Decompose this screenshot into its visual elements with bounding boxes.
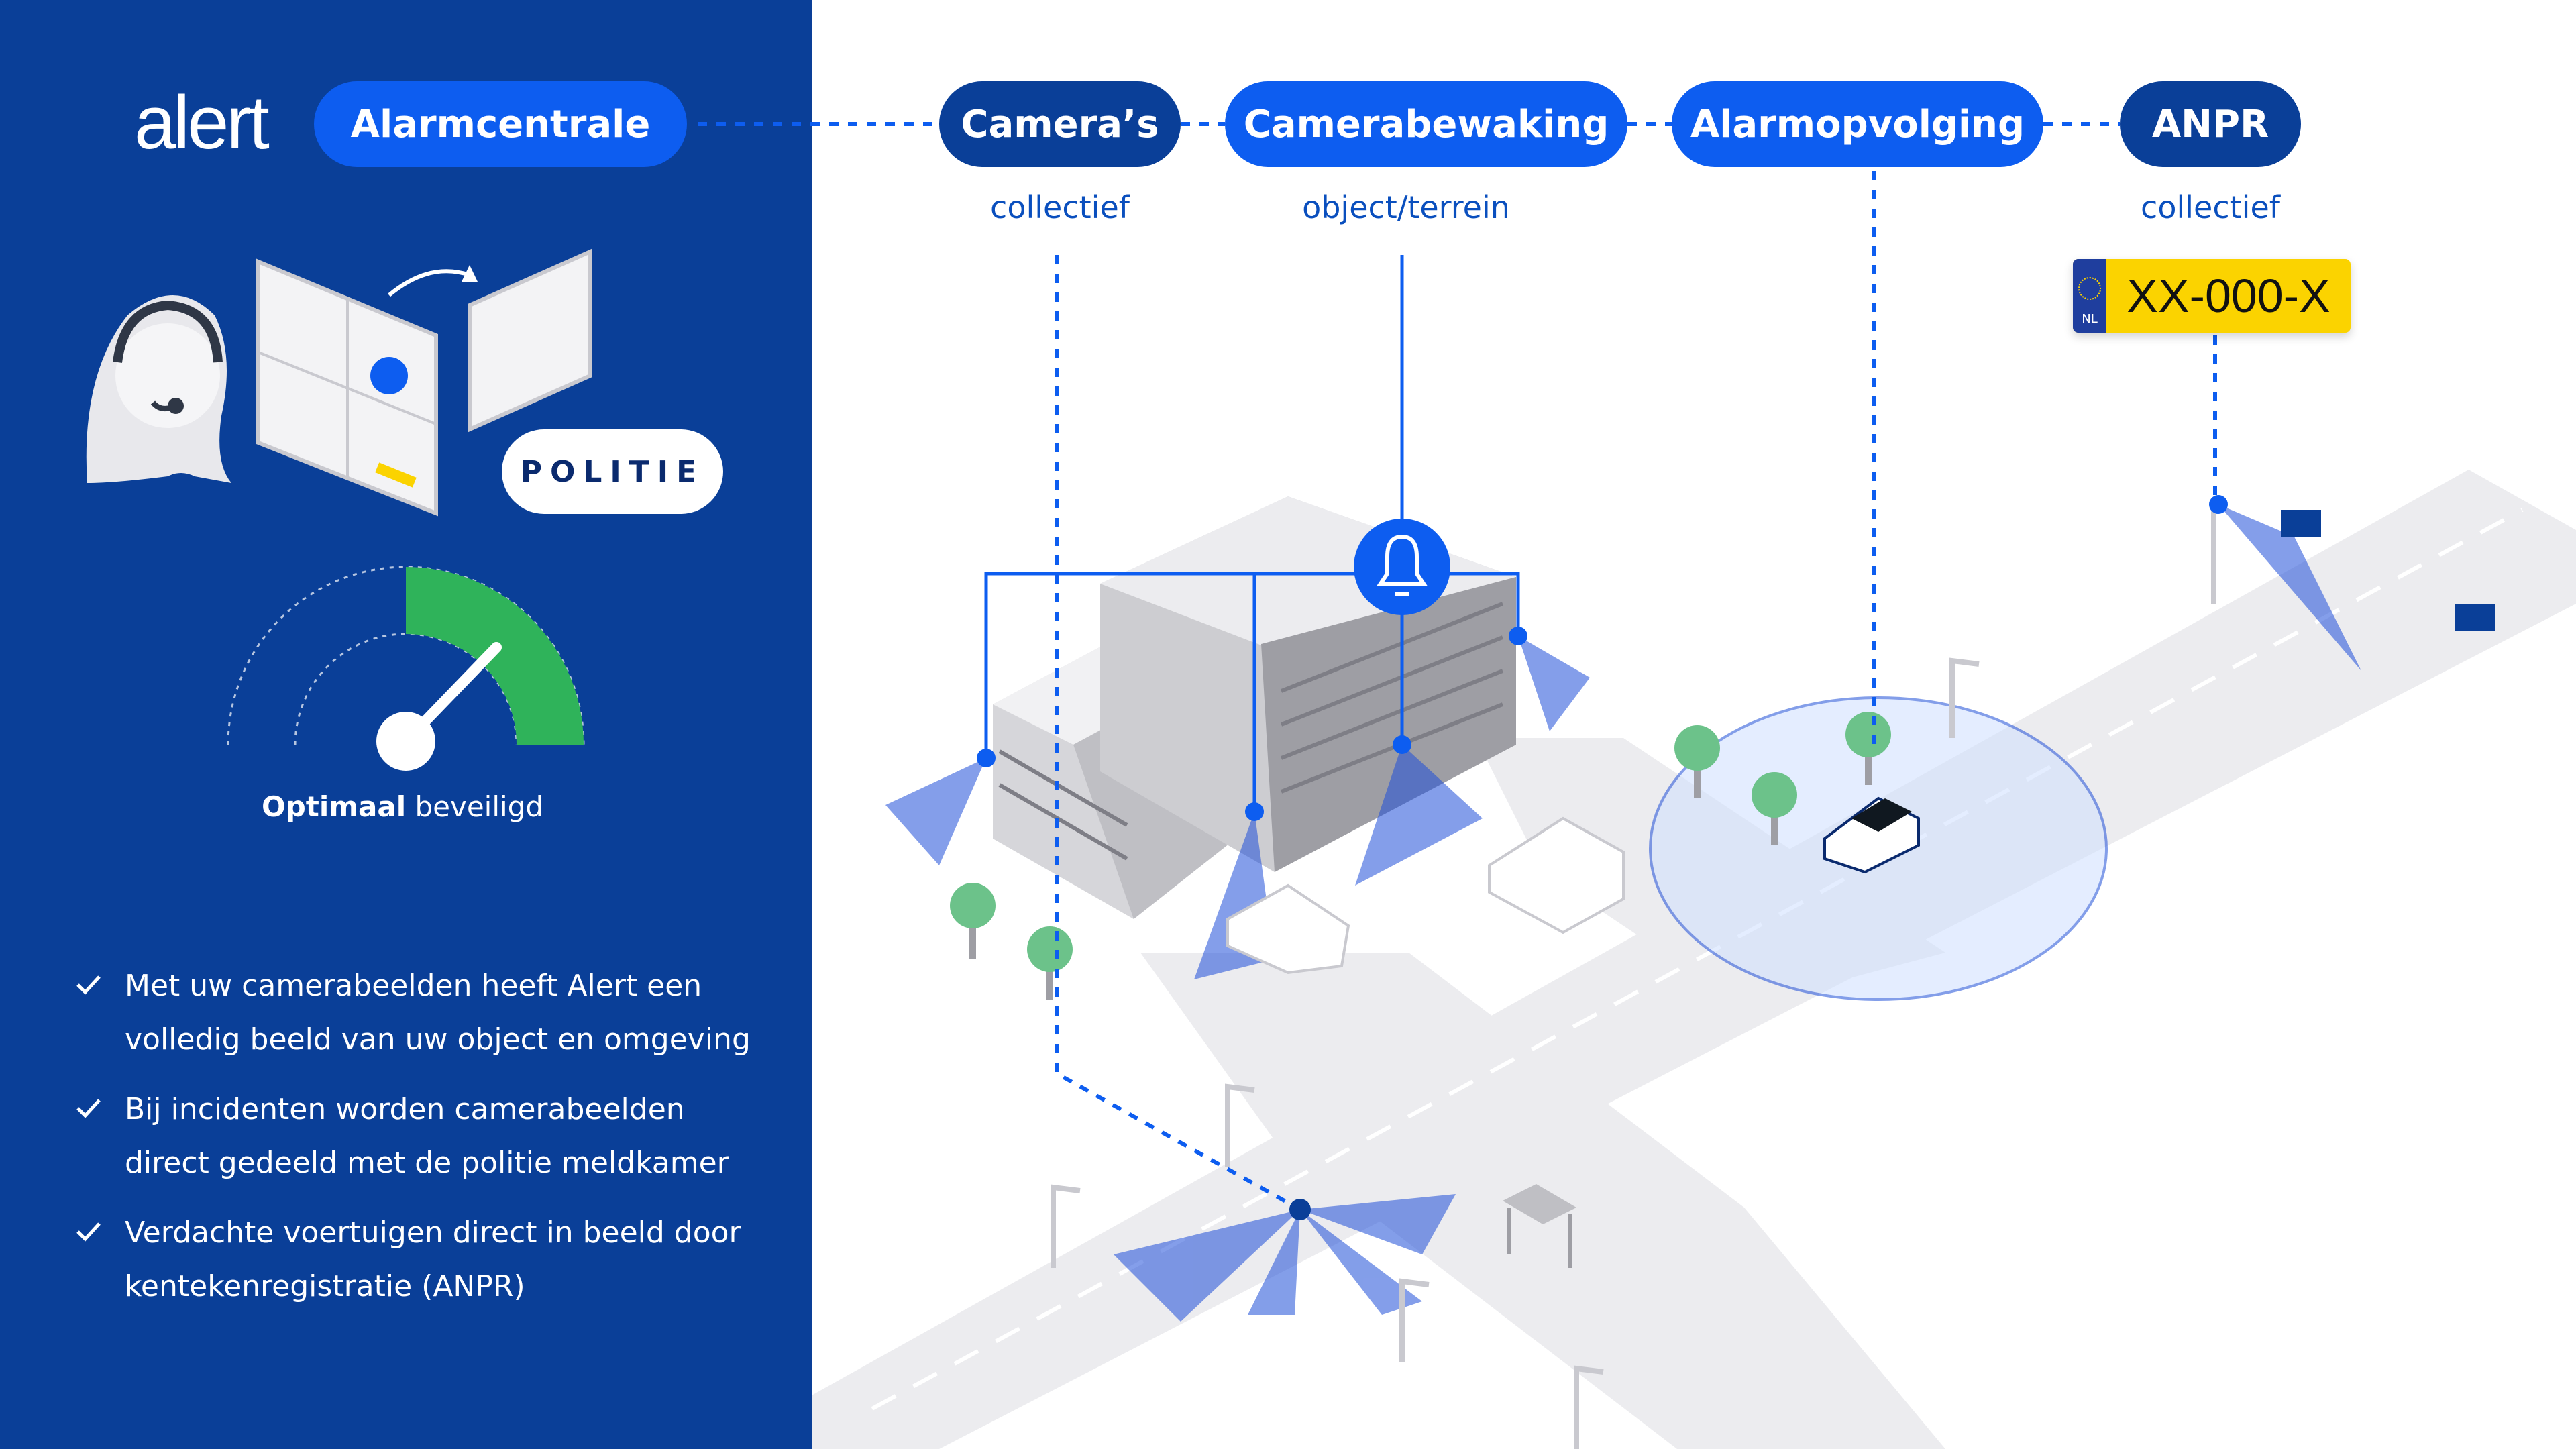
check-icon (76, 1099, 101, 1118)
alert-logo: alert (134, 80, 270, 164)
list-item: Bij incidenten worden camerabeelden dire… (74, 1083, 778, 1190)
eu-stars-icon (2078, 277, 2101, 300)
node-anpr-sub: collectief (2141, 189, 2280, 225)
list-item: Met uw camerabeelden heeft Alert een vol… (74, 959, 778, 1067)
list-item-text: Bij incidenten worden camerabeelden dire… (125, 1092, 729, 1180)
politie-badge: POLITIE (502, 429, 723, 514)
node-cameras: Camera’s (939, 81, 1181, 167)
gauge-label: Optimaal beveiligd (201, 790, 604, 823)
anpr-signs (2281, 510, 2496, 631)
node-camerabewaking-sub: object/terrein (1302, 189, 1510, 225)
office-building (993, 496, 1516, 919)
eu-band: NL (2073, 259, 2106, 333)
van (1226, 816, 1625, 975)
node-alarmcentrale: Alarmcentrale (314, 81, 687, 167)
connection-lines (698, 122, 2217, 1212)
node-cameras-sub: collectief (990, 189, 1130, 225)
list-item-text: Verdachte voertuigen direct in beeld doo… (125, 1216, 741, 1303)
trees (950, 712, 1891, 1000)
gauge-label-rest: beveiligd (406, 790, 543, 823)
security-gauge (227, 566, 585, 771)
camera-icon (977, 495, 2228, 1220)
police-car (1823, 796, 1920, 874)
check-icon (76, 1222, 101, 1242)
license-plate: NL XX-000-X (2073, 259, 2351, 333)
monitor-icon (256, 248, 592, 517)
camera-wiring (984, 255, 1520, 812)
bus-stop (1503, 1184, 1576, 1268)
plate-number: XX-000-X (2127, 270, 2330, 322)
list-item-text: Met uw camerabeelden heeft Alert een vol… (125, 969, 751, 1057)
node-anpr: ANPR (2120, 81, 2301, 167)
node-alarmopvolging: Alarmopvolging (1672, 81, 2043, 167)
gauge-label-bold: Optimaal (262, 790, 407, 823)
check-icon (76, 975, 101, 995)
node-camerabewaking: Camerabewaking (1225, 81, 1627, 167)
plate-country: NL (2082, 312, 2098, 326)
camera-beams (885, 504, 2361, 1322)
operator-icon (86, 295, 231, 483)
road-network (812, 470, 2576, 1449)
list-item: Verdachte voertuigen direct in beeld doo… (74, 1206, 778, 1313)
benefit-list: Met uw camerabeelden heeft Alert een vol… (74, 959, 778, 1330)
alarm-bell-icon (1354, 519, 1450, 615)
street-lights (1051, 510, 2216, 1449)
